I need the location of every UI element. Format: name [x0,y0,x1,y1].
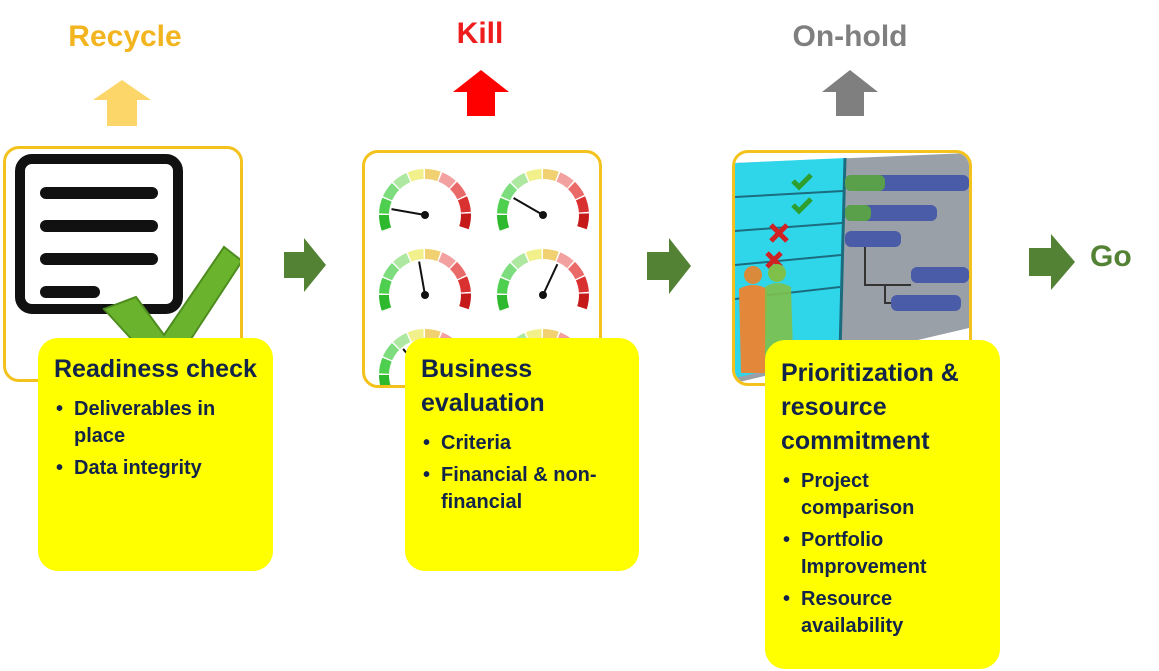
card-title: Business evaluation [421,355,545,417]
gantt-chart-icon [735,153,969,383]
gauge-segment [379,215,392,231]
gauge-segment [497,295,510,311]
list-item: Deliverables in place [54,396,259,450]
gauge-segment [525,169,542,182]
gauge-segment [382,183,400,201]
bullet-list: Deliverables in place Data integrity [54,396,259,482]
gauge-hub [421,211,429,219]
gauge-segment [543,249,559,262]
gauge-segment [379,375,391,385]
gauge-segment [575,276,589,293]
gauge-segment [425,249,441,262]
gauge-segment [577,293,589,310]
list-item: Resource availability [781,586,986,640]
gauge-segment [438,172,456,189]
gauge-needle [418,261,426,296]
card-title: Readiness check [54,355,257,383]
flow-arrow-1-icon [284,238,326,292]
gauge-segment [500,183,518,201]
gauge-segment [457,276,471,293]
gauge-segment [450,261,467,280]
flow-arrow-2-icon [647,238,691,294]
list-item: Project comparison [781,468,986,522]
gauge-segment [511,172,529,190]
gauge-segment [556,172,574,189]
go-label: Go [1090,240,1132,273]
gauge-segment [543,169,559,182]
bullet-list: Project comparison Portfolio Improvement… [781,468,986,640]
gauge-hub [539,291,547,299]
gauge-segment [393,252,411,270]
gauge-segment [568,261,585,280]
gauge-segment [457,196,471,213]
gauge-segment [497,197,510,214]
gauge-segment [379,295,392,311]
gauge-segment [511,252,529,270]
gauge-segment [407,249,424,262]
gauge-segment [568,181,585,200]
outcome-kill-label: Kill [456,17,504,50]
gauge-needle [391,208,426,216]
gauge-segment [379,277,392,294]
card-title: Prioritization & resource commitment [781,359,959,455]
readiness-check-card: Readiness check Deliverables in place Da… [38,338,273,571]
gauge-segment [450,181,467,200]
up-arrow-on-hold-icon [822,70,878,116]
gauge-segment [393,172,411,190]
outcome-on-hold-label: On-hold [792,20,908,53]
outcome-recycle-label: Recycle [68,20,182,53]
gauge-segment [459,213,471,230]
list-item: Data integrity [54,455,259,482]
gauge-segment [382,343,400,361]
gauge-needle [513,197,544,216]
gauge-segment [525,249,542,262]
up-arrow-kill-icon [453,70,509,116]
gauge-segment [379,197,392,214]
gauge-segment [382,263,400,281]
gauge-segment [500,263,518,281]
gauge-segment [575,196,589,213]
gauge-needle [542,263,559,296]
list-item: Portfolio Improvement [781,527,986,581]
gauge-segment [393,332,411,350]
gauge-segment [438,252,456,269]
gauge-segment [459,293,471,310]
gauge-segment [556,252,574,269]
gauge-segment [407,169,424,182]
gauge-segment [577,213,589,230]
list-item: Financial & non-financial [421,462,625,516]
up-arrow-recycle-icon [93,80,151,126]
gauge-segment [379,357,392,374]
bullet-list: Criteria Financial & non-financial [421,430,625,516]
gauge-segment [425,169,441,182]
list-item: Criteria [421,430,625,457]
gauge-hub [539,211,547,219]
business-evaluation-card: Business evaluation Criteria Financial &… [405,338,639,571]
gauge-hub [421,291,429,299]
flow-arrow-3-icon [1029,234,1075,290]
prioritization-card: Prioritization & resource commitment Pro… [765,340,1000,669]
gauge-segment [497,215,510,231]
gauge-segment [497,277,510,294]
